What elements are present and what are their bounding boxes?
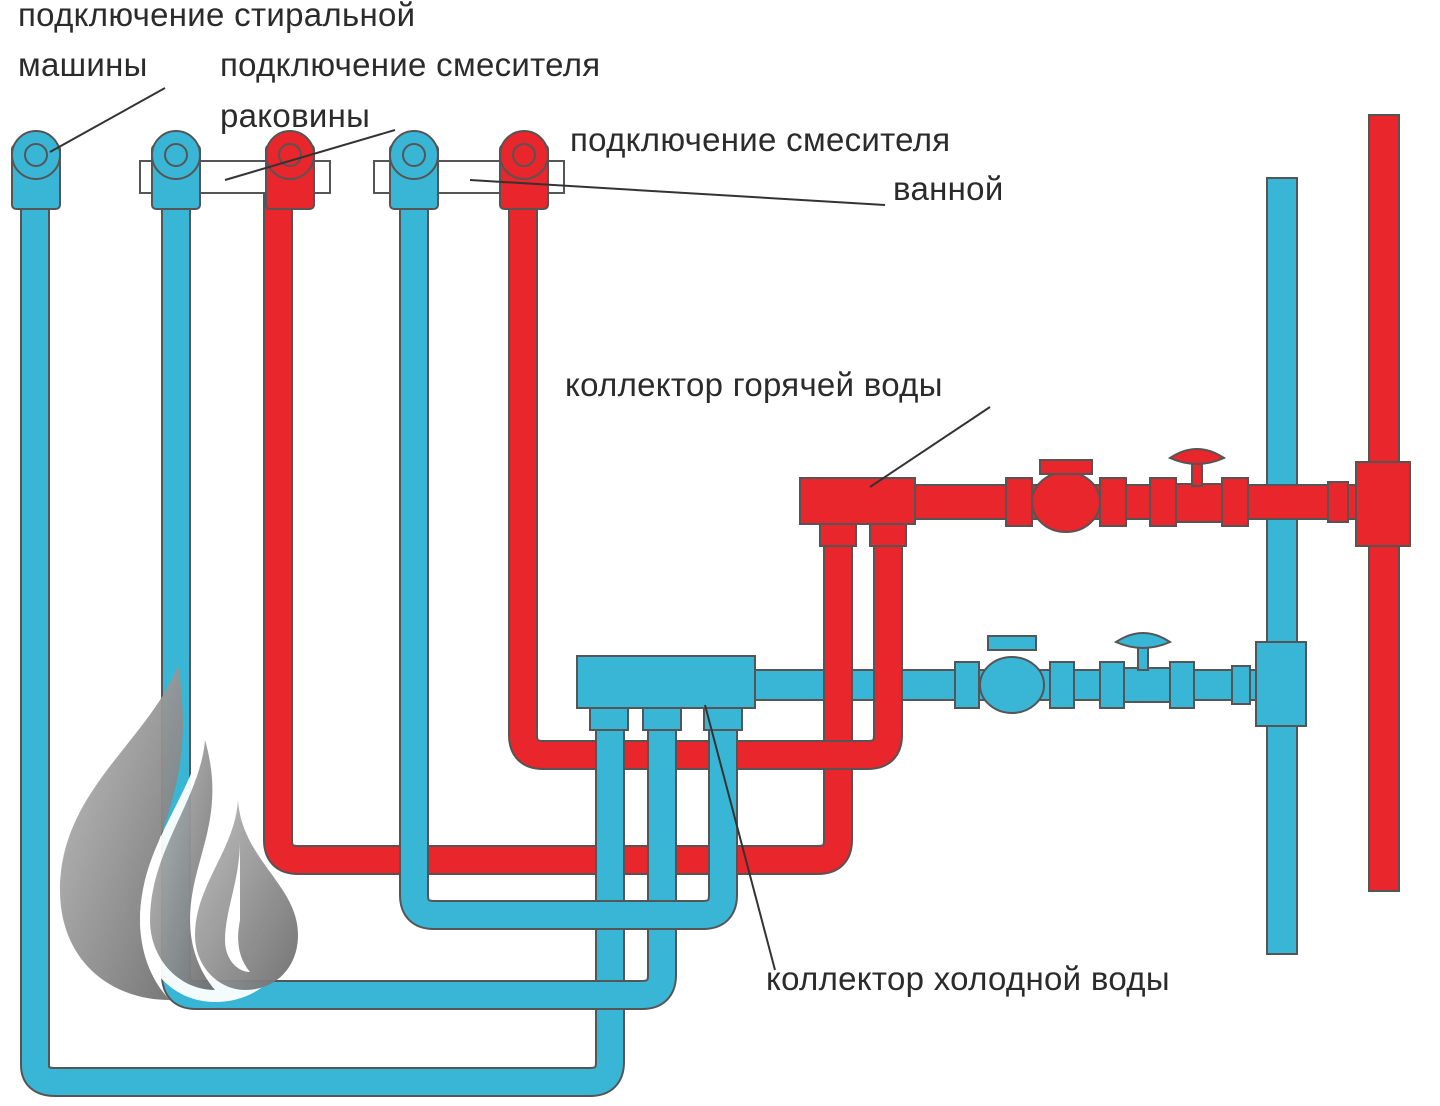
hot-collector	[799, 477, 916, 547]
leader-sink-mixer	[224, 129, 396, 181]
label-bath-mixer-line1: подключение смесителя	[570, 121, 951, 158]
label-washing-machine-line2: машины	[18, 46, 148, 83]
water-drops-logo	[60, 665, 298, 1002]
cold-valve-icon	[1113, 632, 1173, 703]
hot-pipe-sink	[263, 190, 853, 875]
cold-collector	[576, 655, 756, 731]
hot-supply-line	[904, 461, 1411, 547]
leader-cold-collector	[704, 704, 776, 971]
leader-lines	[49, 87, 991, 971]
washing-machine-outlet-cold	[11, 130, 61, 210]
bath-outlet-hot	[499, 130, 549, 210]
label-sink-mixer-line1: подключение смесителя	[220, 46, 601, 83]
cold-check-valve-icon	[979, 635, 1045, 714]
leader-washing-machine	[49, 87, 166, 153]
leader-bath-mixer	[469, 179, 886, 206]
label-washing-machine-line1: подключение стиральной	[18, 0, 416, 33]
label-bath-mixer-line2: ванной	[893, 170, 1004, 207]
label-hot-collector: коллектор горячей воды	[565, 366, 943, 403]
hot-pipe-bath	[508, 190, 903, 770]
hot-valve-icon	[1167, 448, 1227, 523]
leader-hot-collector	[869, 406, 991, 488]
hot-check-valve-icon	[1031, 459, 1101, 533]
cold-pipe-washing-machine	[20, 200, 625, 1097]
label-sink-mixer-line2: раковины	[220, 97, 371, 134]
sink-outlet-cold	[151, 130, 201, 210]
label-cold-collector: коллектор холодной воды	[766, 960, 1170, 997]
cold-pipe-bath	[399, 200, 738, 930]
cold-riser	[1266, 177, 1298, 955]
sink-outlet-hot	[265, 130, 315, 210]
bath-outlet-cold	[389, 130, 439, 210]
